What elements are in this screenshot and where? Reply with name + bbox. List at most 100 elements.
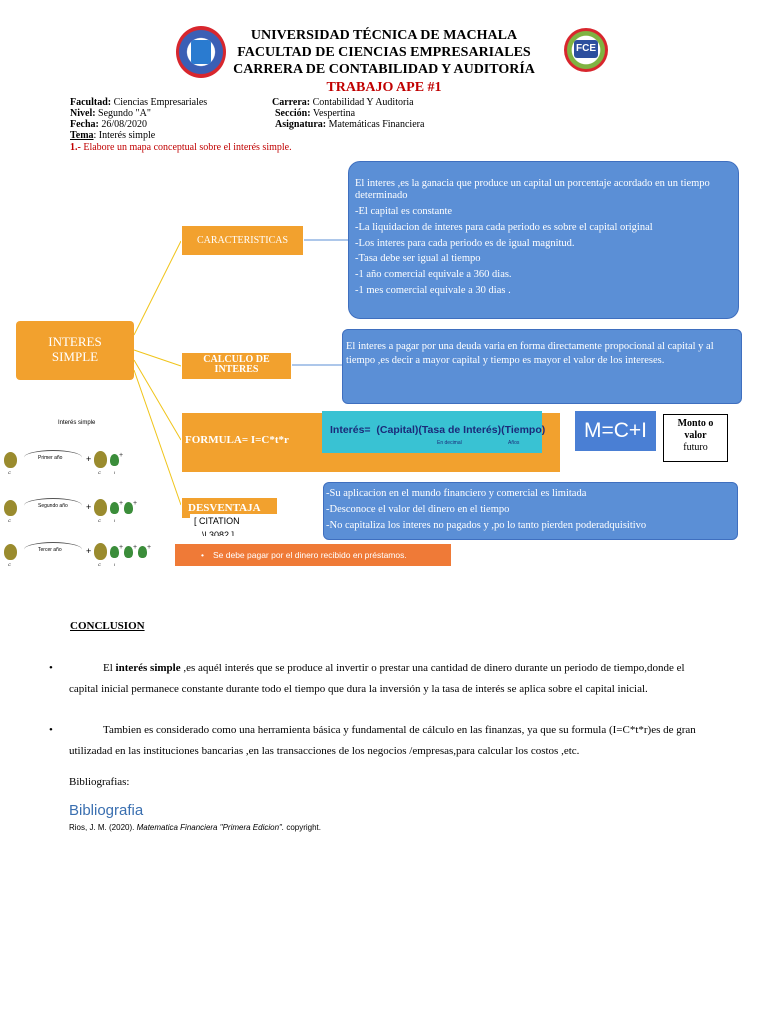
carrera-label: Carrera: — [272, 97, 311, 108]
seccion-label: Sección: — [275, 108, 311, 119]
disadvantage-item: -Desconoce el valor del dinero en el tie… — [326, 503, 510, 515]
letter-c: C — [8, 518, 11, 523]
calc-box: El interes a pagar por una deuda varia e… — [342, 329, 742, 404]
bullet-dot: • — [201, 550, 204, 560]
bibliografias-label: Bibliografias: — [69, 776, 130, 788]
letter-i: I — [114, 470, 116, 475]
characteristic-item: -1 año comercial equivale a 360 dias. — [355, 269, 512, 281]
letter-c: C — [98, 470, 101, 475]
money-bag-icon — [94, 451, 107, 468]
citation-text: [ CITATION — [194, 516, 240, 526]
connector-center-formula — [133, 359, 182, 441]
seccion-value: Vespertina — [312, 108, 356, 119]
calc-label-line1: CALCULO DE — [203, 354, 270, 365]
bullet-marker: • — [49, 724, 53, 736]
letter-c: C — [98, 518, 101, 523]
characteristic-item: -Tasa debe ser igual al tiempo — [355, 253, 481, 265]
interest-bag-icon — [124, 502, 133, 514]
monto-line3: futuro — [683, 442, 708, 453]
instruction-text: Elabore un mapa conceptual sobre el inte… — [80, 142, 292, 153]
disadvantage-item: -Su aplicacion en el mundo financiero y … — [326, 488, 587, 499]
bullet-bar-text: Se debe pagar por el dinero recibido en … — [212, 550, 407, 560]
career-name: CARRERA DE CONTABILIDAD Y AUDITORÍA — [233, 62, 535, 77]
formula-tiempo: (Tiempo) — [501, 424, 546, 436]
carrera-value: Contabilidad Y Auditoria — [312, 97, 414, 108]
meta-right: Carrera: Contabilidad Y Auditoria Secció… — [272, 97, 512, 130]
disadvantage-list: -Su aplicacion en el mundo financiero y … — [326, 486, 735, 533]
citation-field: [ CITATION \l 3082 ] — [190, 514, 280, 536]
mci-text: M=C+I — [583, 419, 648, 442]
characteristic-item: -El capital es constante — [355, 206, 453, 217]
university-name: UNIVERSIDAD TÉCNICA DE MACHALA — [250, 28, 518, 43]
connector-center-disadvantage — [133, 369, 182, 506]
interest-bag-icon — [110, 546, 119, 558]
p2-text: Tambien es considerado como una herramie… — [69, 724, 696, 757]
calc-label-box: CALCULO DE INTERES — [181, 352, 292, 380]
money-bag-icon — [94, 499, 107, 516]
interest-bag-icon — [124, 546, 133, 558]
disadvantage-label-box: DESVENTAJA — [181, 497, 278, 519]
conclusion-title: CONCLUSION — [70, 620, 145, 632]
money-bag-icon — [4, 452, 17, 468]
tema-value: : Interés simple — [93, 130, 156, 141]
citation-bottom: \l 3082 ] — [202, 530, 235, 536]
characteristic-item: El interes ,es la ganacia que produce un… — [355, 178, 710, 201]
calc-text: El interes a pagar por una deuda varia e… — [346, 341, 714, 366]
p1-rest: ,es aquél interés que se produce al inve… — [69, 662, 685, 695]
plus-small-icon: + — [119, 544, 124, 551]
characteristics-label-box: CARACTERISTICAS — [181, 225, 304, 256]
formula-capital: (Capital) — [376, 424, 419, 436]
central-concept-line2: SIMPLE — [51, 349, 99, 364]
characteristics-box: El interes ,es la ganacia que produce un… — [348, 161, 739, 319]
formula-note-decimal: En decimal — [437, 440, 462, 446]
interest-bag-icon — [138, 546, 147, 558]
illustration-row-label: Primer año — [38, 455, 63, 461]
connector-center-calc — [133, 349, 182, 367]
plus-icon: + — [86, 454, 92, 464]
plus-small-icon: + — [119, 500, 124, 507]
plus-small-icon: + — [147, 544, 152, 551]
formula-tasa: (Tasa de Interés) — [418, 424, 502, 436]
characteristics-list: El interes ,es la ganacia que produce un… — [355, 178, 732, 299]
plus-small-icon: + — [119, 452, 124, 459]
arc-arrow-icon — [24, 542, 82, 557]
calc-label-line2: INTERES — [214, 364, 259, 375]
p1-bold: interés simple — [115, 662, 181, 674]
entry-rest: copyright. — [284, 823, 321, 832]
bullet-marker: • — [49, 662, 53, 674]
illustration-row-label: Segundo año — [38, 503, 68, 509]
monto-box: Monto o valor futuro — [663, 414, 728, 462]
bibliografia-heading: Bibliografia — [69, 802, 144, 819]
interest-illustration: Interés simple Primer año + + C C I Segundo añ… — [0, 416, 168, 568]
letter-i: I — [114, 518, 116, 523]
tema-label: Tema — [70, 130, 94, 141]
faculty-name: FACULTAD DE CIENCIAS EMPRESARIALES — [237, 45, 531, 60]
asignatura-value: Matemáticas Financiera — [328, 119, 425, 130]
characteristic-item: -La liquidacion de interes para cada per… — [355, 221, 653, 233]
fecha-label: Fecha: — [70, 119, 99, 130]
disadvantage-item: -No capitaliza los interes no pagados y … — [326, 519, 647, 531]
bibliography-entry: Rios, J. M. (2020). Matematica Financier… — [69, 823, 321, 832]
entry-author: Rios, J. M. (2020). — [69, 823, 137, 832]
plus-icon: + — [86, 502, 92, 512]
money-bag-icon — [4, 500, 17, 516]
disadvantage-box: -Su aplicacion en el mundo financiero y … — [323, 482, 738, 540]
plus-small-icon: + — [133, 544, 138, 551]
facultad-label: Facultad: — [70, 97, 112, 108]
university-seal-logo — [176, 26, 226, 78]
illustration-title: Interés simple — [58, 420, 96, 426]
monto-line2: valor — [684, 430, 707, 441]
letter-c: C — [98, 562, 101, 567]
asignatura-label: Asignatura: — [275, 119, 327, 130]
facultad-value: Ciencias Empresariales — [113, 97, 208, 108]
nivel-label: Nivel: — [70, 108, 96, 119]
instruction-number: 1.- — [70, 142, 81, 153]
conclusion-paragraph-2: • Tambien es considerado como una herram… — [49, 720, 709, 762]
monto-line1: Monto o — [677, 418, 714, 429]
formula-interes: Interés= — [330, 424, 371, 436]
assignment-title: TRABAJO APE #1 — [326, 80, 442, 95]
characteristics-label: CARACTERISTICAS — [196, 235, 289, 246]
mci-box: M=C+I — [575, 411, 656, 451]
